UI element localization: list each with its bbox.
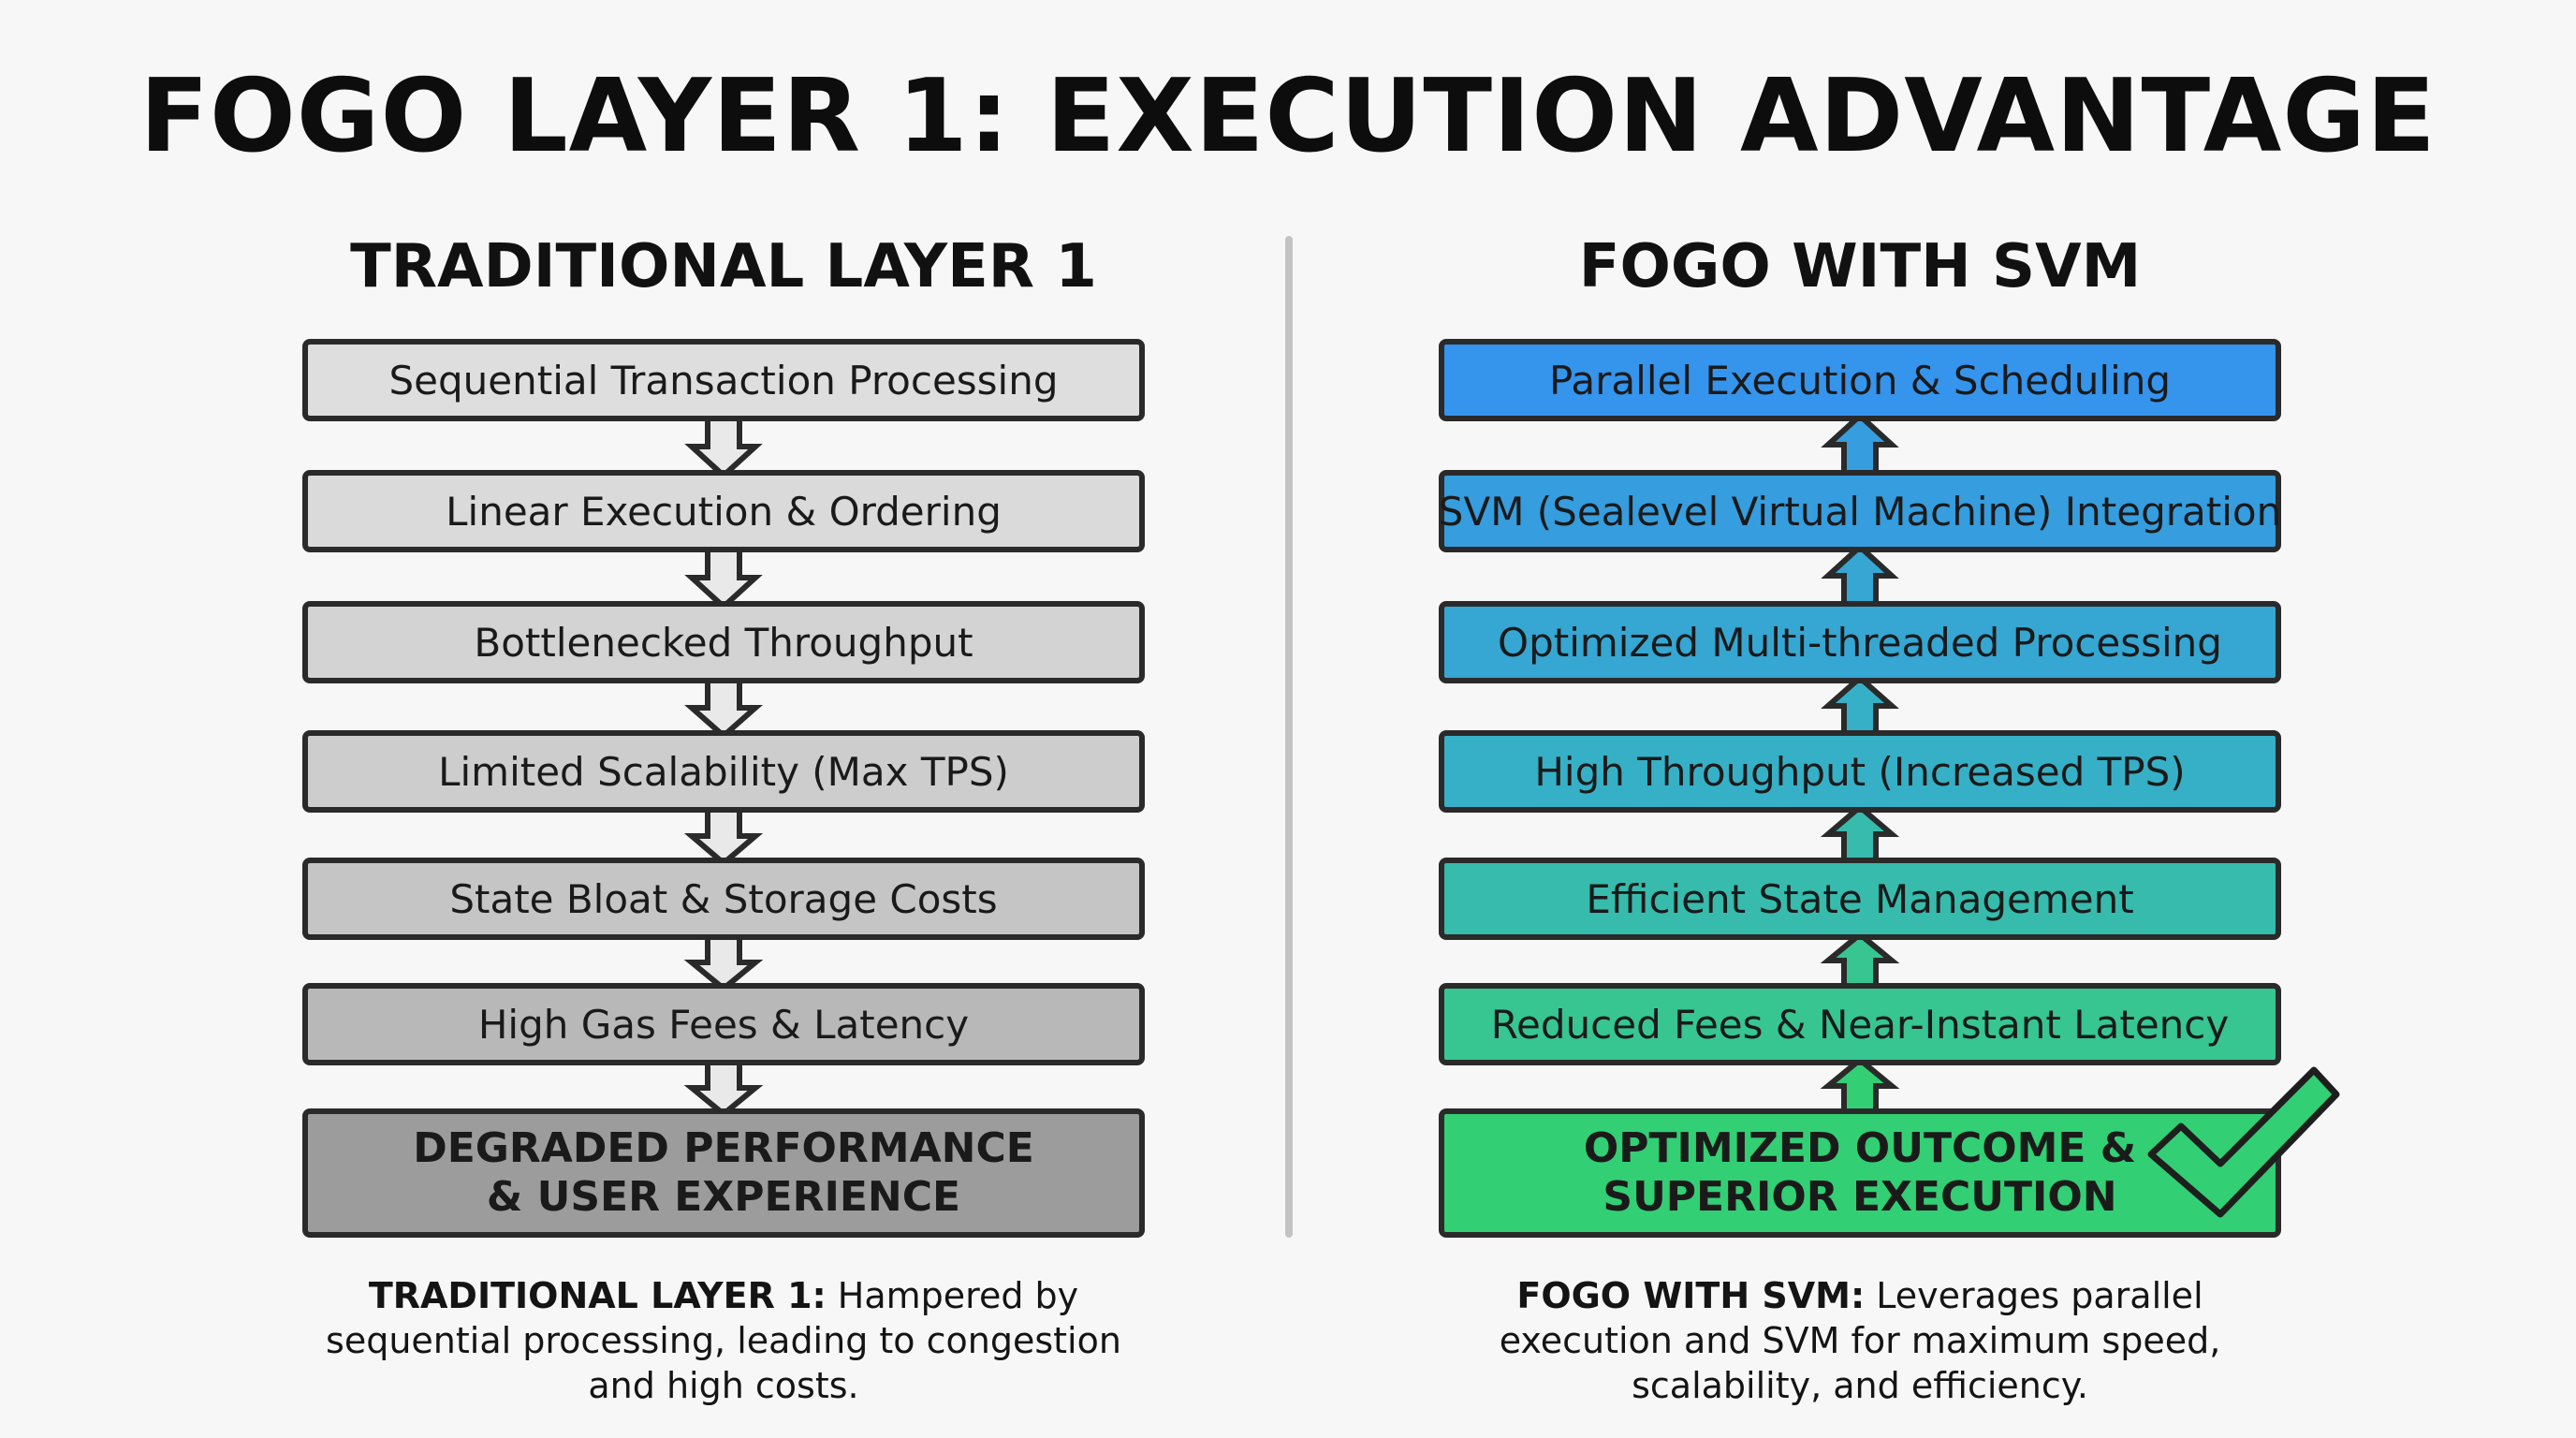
page-title: FOGO LAYER 1: EXECUTION ADVANTAGE <box>139 58 2437 175</box>
fogo-step-6: Reduced Fees & Near-Instant Latency <box>1439 983 2281 1065</box>
down-arrow-icon <box>683 1059 764 1118</box>
traditional-outcome: DEGRADED PERFORMANCE & USER EXPERIENCE <box>302 1108 1145 1238</box>
step-label: Bottlenecked Throughput <box>474 619 973 666</box>
traditional-step-6: High Gas Fees & Latency <box>302 983 1145 1065</box>
step-label: SVM (Sealevel Virtual Machine) Integrati… <box>1438 488 2282 535</box>
down-arrow-icon <box>684 546 763 611</box>
down-arrow-icon <box>684 677 763 741</box>
fogo-step-1: Parallel Execution & Scheduling <box>1439 339 2281 421</box>
up-arrow-icon <box>1821 542 1899 608</box>
down-arrow-icon <box>684 415 763 480</box>
up-arrow-icon <box>1820 803 1900 864</box>
up-arrow-icon <box>1821 673 1899 737</box>
summary-text: Leverages parallel execution and SVM for… <box>1499 1275 2221 1406</box>
traditional-step-3: Bottlenecked Throughput <box>302 601 1145 683</box>
outcome-label: OPTIMIZED OUTCOME & SUPERIOR EXECUTION <box>1583 1124 2137 1221</box>
step-label: Efficient State Management <box>1586 875 2134 922</box>
up-arrow-icon <box>1821 411 1899 477</box>
down-arrow-icon <box>683 933 764 992</box>
step-label: Sequential Transaction Processing <box>388 357 1059 404</box>
outcome-label: DEGRADED PERFORMANCE & USER EXPERIENCE <box>413 1124 1034 1221</box>
step-label: High Throughput (Increased TPS) <box>1534 748 2186 795</box>
traditional-step-5: State Bloat & Storage Costs <box>302 858 1145 940</box>
fogo-step-4: High Throughput (Increased TPS) <box>1439 730 2281 813</box>
fogo-step-5: Efficient State Management <box>1439 858 2281 940</box>
summary-lead: FOGO WITH SVM: <box>1516 1275 1866 1316</box>
step-label: Limited Scalability (Max TPS) <box>438 748 1009 795</box>
up-arrow-icon <box>1820 931 1900 990</box>
step-label: High Gas Fees & Latency <box>477 1001 970 1048</box>
traditional-summary: TRADITIONAL LAYER 1: Hampered by sequent… <box>302 1273 1145 1408</box>
checkmark-icon <box>2147 1066 2340 1218</box>
traditional-step-1: Sequential Transaction Processing <box>302 339 1145 421</box>
step-label: Optimized Multi-threaded Processing <box>1498 619 2222 666</box>
step-label: State Bloat & Storage Costs <box>449 875 998 922</box>
down-arrow-icon <box>683 806 764 867</box>
up-arrow-icon <box>1820 1056 1900 1115</box>
step-label: Reduced Fees & Near-Instant Latency <box>1490 1001 2230 1048</box>
fogo-outcome: OPTIMIZED OUTCOME & SUPERIOR EXECUTION <box>1439 1108 2281 1238</box>
left-column-heading: TRADITIONAL LAYER 1 <box>350 232 1097 301</box>
traditional-step-2: Linear Execution & Ordering <box>302 470 1145 552</box>
fogo-summary: FOGO WITH SVM: Leverages parallel execut… <box>1439 1273 2281 1408</box>
right-column-heading: FOGO WITH SVM <box>1578 232 2142 301</box>
column-divider <box>1285 236 1293 1238</box>
fogo-step-3: Optimized Multi-threaded Processing <box>1439 601 2281 683</box>
traditional-step-4: Limited Scalability (Max TPS) <box>302 730 1145 813</box>
step-label: Parallel Execution & Scheduling <box>1548 357 2172 404</box>
step-label: Linear Execution & Ordering <box>446 488 1002 535</box>
summary-lead: TRADITIONAL LAYER 1: <box>368 1275 827 1316</box>
fogo-step-2: SVM (Sealevel Virtual Machine) Integrati… <box>1439 470 2281 552</box>
summary-text: Hampered by sequential processing, leadi… <box>326 1275 1121 1406</box>
